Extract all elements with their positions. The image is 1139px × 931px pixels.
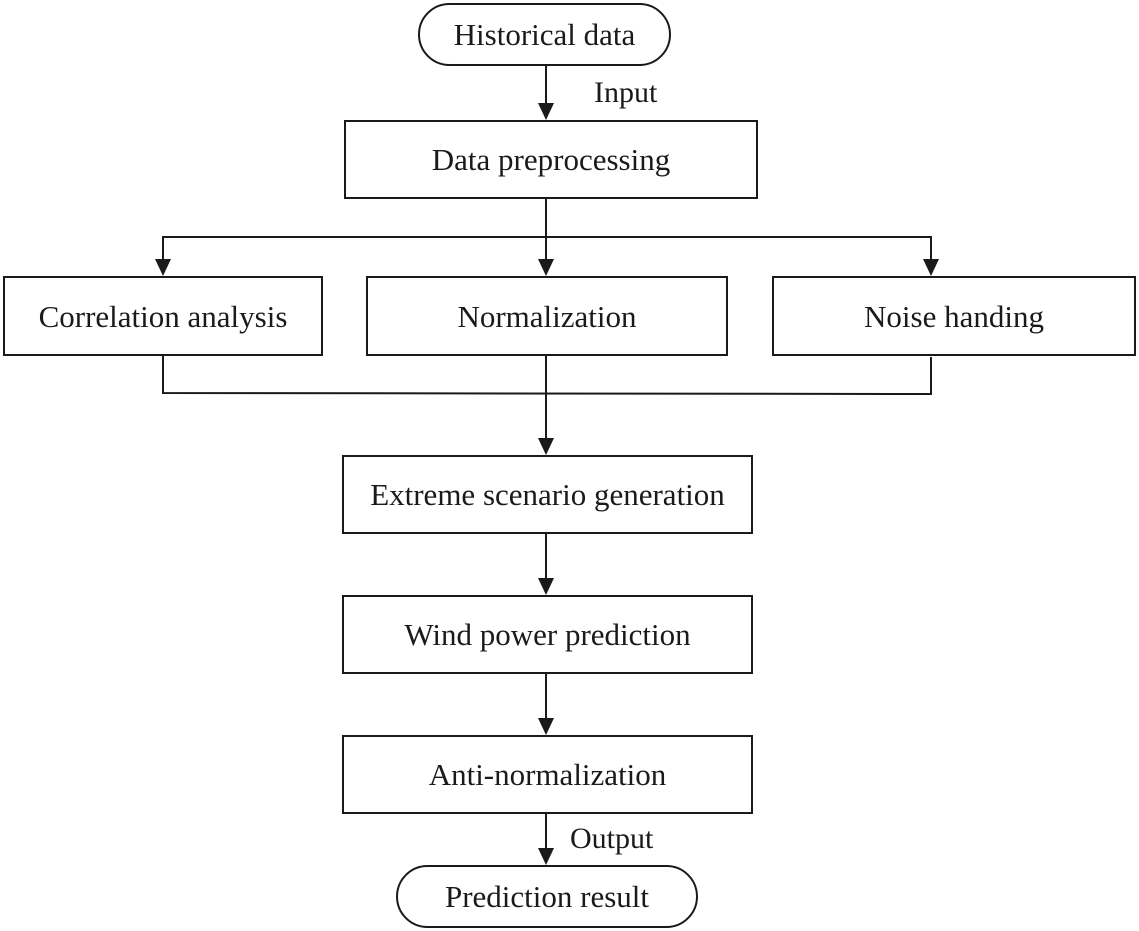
arrowhead-noise: [923, 259, 939, 276]
node-historical-data: Historical data: [418, 3, 671, 66]
node-extreme-scenario-generation: Extreme scenario generation: [342, 455, 753, 534]
arrowhead-anti: [538, 718, 554, 735]
arrowhead-result: [538, 848, 554, 865]
node-data-preprocessing: Data preprocessing: [344, 120, 758, 199]
arrowhead-wind: [538, 578, 554, 595]
arrowhead-preprocessing: [538, 103, 554, 120]
node-noise-handing-label: Noise handing: [864, 298, 1044, 334]
node-prediction-result: Prediction result: [396, 865, 698, 928]
node-noise-handing: Noise handing: [772, 276, 1136, 356]
arrowhead-extreme: [538, 438, 554, 455]
arrowhead-correlation: [155, 259, 171, 276]
edge-label-input: Input: [594, 76, 658, 109]
node-extreme-scenario-generation-label: Extreme scenario generation: [370, 477, 725, 512]
arrowhead-normalization: [538, 259, 554, 276]
node-historical-data-label: Historical data: [453, 17, 636, 52]
edge-label-output: Output: [570, 822, 654, 855]
node-normalization-label: Normalization: [457, 298, 637, 334]
node-data-preprocessing-label: Data preprocessing: [431, 142, 671, 177]
node-correlation-analysis-label: Correlation analysis: [38, 298, 288, 334]
node-wind-power-prediction-label: Wind power prediction: [404, 617, 691, 652]
node-normalization: Normalization: [366, 276, 728, 356]
node-correlation-analysis: Correlation analysis: [3, 276, 323, 356]
node-anti-normalization-label: Anti-normalization: [428, 757, 667, 792]
node-prediction-result-label: Prediction result: [444, 879, 650, 914]
node-wind-power-prediction: Wind power prediction: [342, 595, 753, 674]
node-anti-normalization: Anti-normalization: [342, 735, 753, 814]
edge-split-bar: [162, 236, 932, 260]
